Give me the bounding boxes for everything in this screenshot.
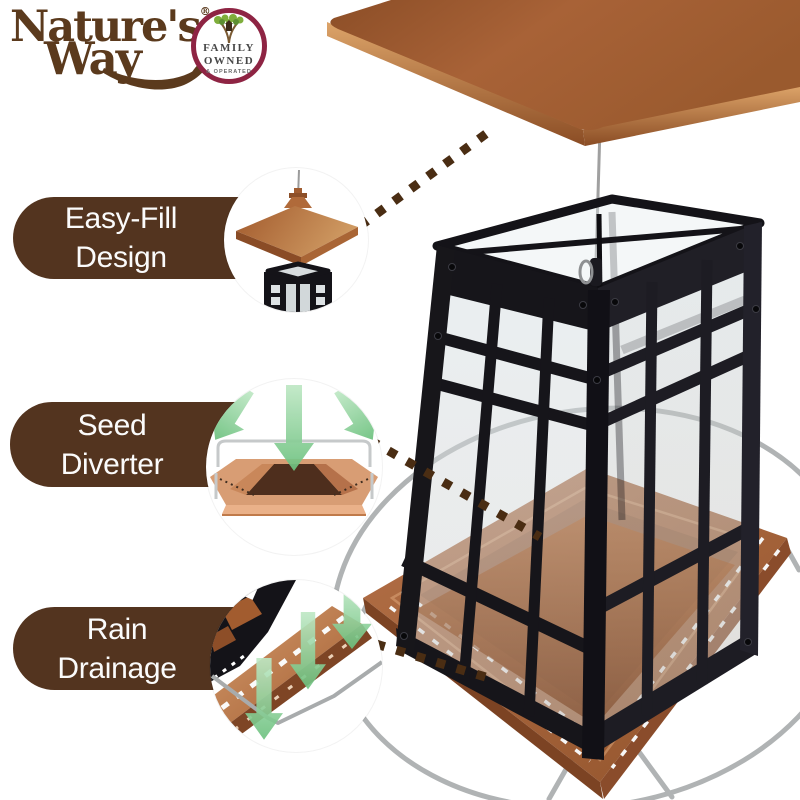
registered-mark-icon: ® (199, 5, 211, 18)
badge-line2: OWNED (203, 55, 255, 67)
inset-seed-diverter-detail (206, 379, 382, 555)
mini-cage (264, 261, 332, 312)
family-owned-badge: FAMILY OWNED & OPERATED (191, 8, 267, 84)
leader-line-easy-fill (357, 124, 497, 230)
badge-line1: FAMILY (203, 42, 255, 55)
birdhouse-icon (225, 20, 233, 32)
logo-line2: Way (44, 32, 142, 85)
callout-label-line2: Diverter (60, 447, 164, 481)
mini-perch-wire (210, 660, 382, 725)
callout-label-line1: Rain (86, 612, 148, 646)
callout-label-line2: Design (75, 241, 167, 274)
hanging-clasp (578, 258, 602, 286)
seed-flow-arrows (211, 384, 377, 471)
badge-line3: & OPERATED (206, 68, 252, 75)
tree-icon (214, 14, 244, 44)
logo-line1: Nature's® (10, 2, 211, 52)
cage-frame (396, 194, 765, 760)
mini-tray (210, 459, 378, 516)
inset-rain-drainage-detail (210, 580, 382, 752)
mini-roof (236, 206, 358, 266)
screws (400, 242, 760, 646)
callout-label-line1: Seed (77, 408, 147, 442)
inset-easy-fill-detail (224, 168, 368, 312)
leader-line-seed-diverter (349, 426, 543, 541)
cage-body (396, 194, 765, 760)
callout-label-line2: Drainage (57, 651, 177, 685)
rain-flow-arrows (245, 586, 372, 740)
roof-lid (327, 0, 800, 146)
callout-label-line1: Easy-Fill (64, 202, 178, 235)
roof-finial (284, 188, 312, 208)
brand-logo: Nature's® Way (10, 6, 230, 101)
